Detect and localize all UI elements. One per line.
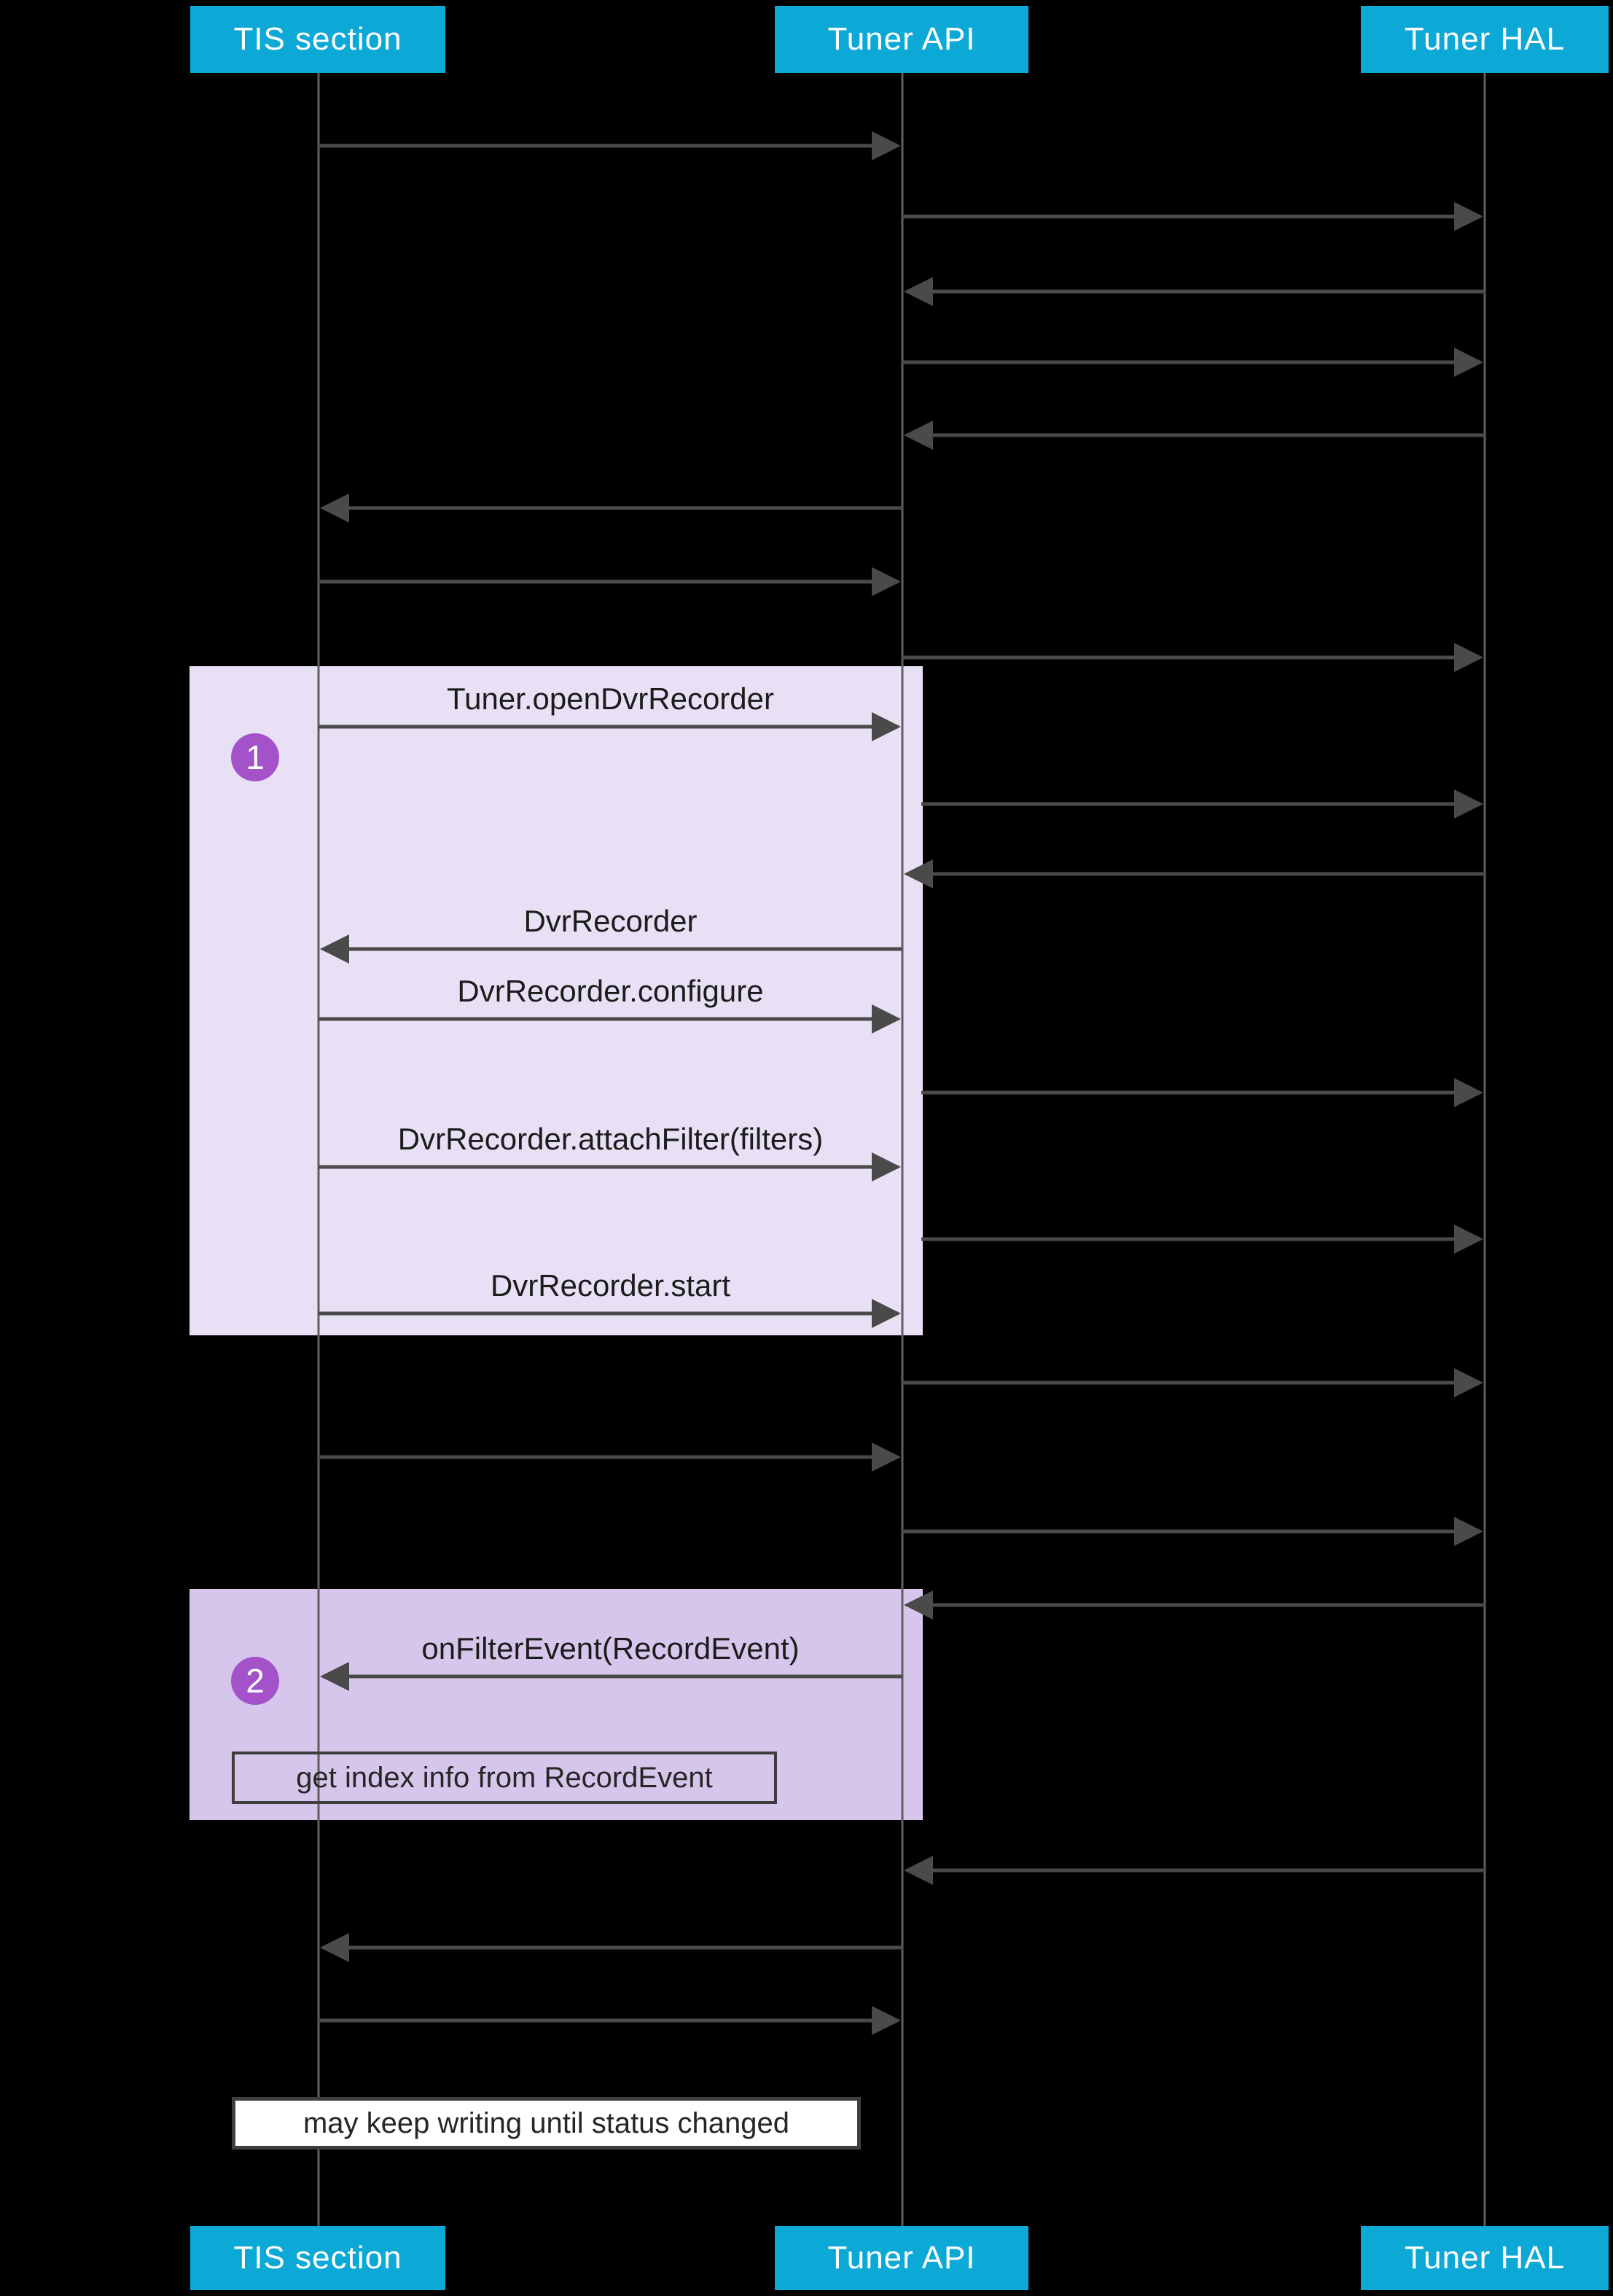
group-2-badge: 2	[231, 1657, 279, 1705]
group-2-highlight	[190, 1589, 923, 1820]
note-get-index-info: get index info from RecordEvent	[232, 1752, 777, 1804]
participant-tis-section-bottom: TIS section	[190, 2226, 445, 2290]
message-label-configure: DvrRecorder.configure	[457, 974, 764, 1008]
participant-tuner-hal-top: Tuner HAL	[1361, 6, 1609, 73]
note-keep-writing: may keep writing until status changed	[232, 2097, 861, 2149]
group-1-highlight	[190, 666, 923, 1335]
participant-tis-section-top: TIS section	[190, 6, 445, 73]
message-label-dvr-recorder: DvrRecorder	[523, 904, 698, 938]
participant-tuner-hal-bottom: Tuner HAL	[1361, 2226, 1609, 2290]
message-label-attach-filter: DvrRecorder.attachFilter(filters)	[397, 1122, 824, 1156]
participant-tuner-api-top: Tuner API	[775, 6, 1028, 73]
message-label-start: DvrRecorder.start	[490, 1268, 731, 1303]
message-arrows	[319, 131, 1485, 2035]
message-label-open-dvr-recorder: Tuner.openDvrRecorder	[447, 682, 774, 716]
message-label-on-filter-event: onFilterEvent(RecordEvent)	[421, 1631, 800, 1666]
participant-tuner-api-bottom: Tuner API	[775, 2226, 1028, 2290]
group-1-badge: 1	[231, 733, 279, 781]
